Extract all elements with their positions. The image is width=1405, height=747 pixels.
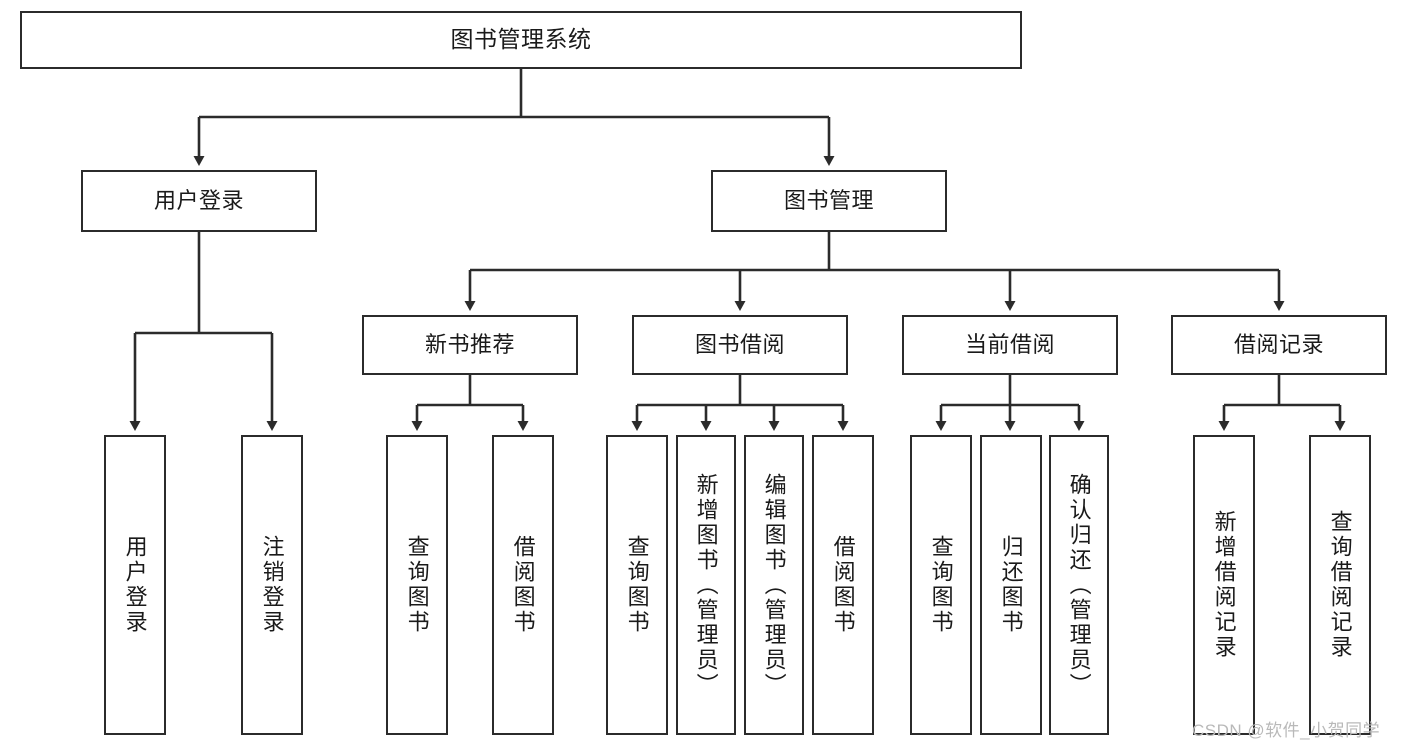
node-leaf-confirm-return[interactable]: 确认归还（管理员）: [1049, 435, 1109, 735]
node-leaf-edit-book[interactable]: 编辑图书（管理员）: [744, 435, 804, 735]
node-label: 借阅图书: [830, 535, 856, 635]
node-label: 图书管理系统: [450, 26, 592, 53]
node-label: 查询借阅记录: [1327, 510, 1353, 660]
node-book-borrow[interactable]: 图书借阅: [632, 315, 848, 375]
node-leaf-user-login[interactable]: 用户登录: [104, 435, 166, 735]
node-leaf-borrow-book[interactable]: 借阅图书: [812, 435, 874, 735]
node-leaf-query-book-borrow[interactable]: 查询图书: [606, 435, 668, 735]
node-label: 查询图书: [624, 535, 650, 635]
node-label: 新增图书（管理员）: [693, 472, 719, 698]
node-user-login[interactable]: 用户登录: [81, 170, 317, 232]
node-leaf-query-borrow-record[interactable]: 查询借阅记录: [1309, 435, 1371, 735]
node-label: 查询图书: [928, 535, 954, 635]
node-leaf-add-borrow-record[interactable]: 新增借阅记录: [1193, 435, 1255, 735]
node-label: 归还图书: [998, 535, 1024, 635]
node-leaf-query-book-recommend[interactable]: 查询图书: [386, 435, 448, 735]
node-label: 新增借阅记录: [1211, 510, 1237, 660]
node-label: 新书推荐: [424, 332, 515, 358]
node-root-book-management-system[interactable]: 图书管理系统: [20, 11, 1022, 69]
node-label: 注销登录: [259, 535, 285, 635]
node-label: 用户登录: [122, 535, 148, 635]
node-leaf-return-book[interactable]: 归还图书: [980, 435, 1042, 735]
node-label: 当前借阅: [964, 332, 1055, 358]
node-label: 借阅图书: [510, 535, 536, 635]
node-borrow-record[interactable]: 借阅记录: [1171, 315, 1387, 375]
node-new-book-recommend[interactable]: 新书推荐: [362, 315, 578, 375]
node-label: 查询图书: [404, 535, 430, 635]
csdn-watermark: CSDN @软件_小贺同学: [1192, 721, 1381, 740]
node-label: 图书管理: [783, 188, 874, 214]
node-current-borrow[interactable]: 当前借阅: [902, 315, 1118, 375]
node-leaf-user-logout[interactable]: 注销登录: [241, 435, 303, 735]
node-leaf-add-book[interactable]: 新增图书（管理员）: [676, 435, 736, 735]
node-leaf-query-book-current[interactable]: 查询图书: [910, 435, 972, 735]
node-leaf-borrow-book-recommend[interactable]: 借阅图书: [492, 435, 554, 735]
node-label: 用户登录: [153, 188, 244, 214]
node-book-management[interactable]: 图书管理: [711, 170, 947, 232]
node-label: 借阅记录: [1233, 332, 1324, 358]
node-label: 图书借阅: [694, 332, 785, 358]
node-label: 确认归还（管理员）: [1066, 472, 1092, 698]
node-label: 编辑图书（管理员）: [761, 472, 787, 698]
